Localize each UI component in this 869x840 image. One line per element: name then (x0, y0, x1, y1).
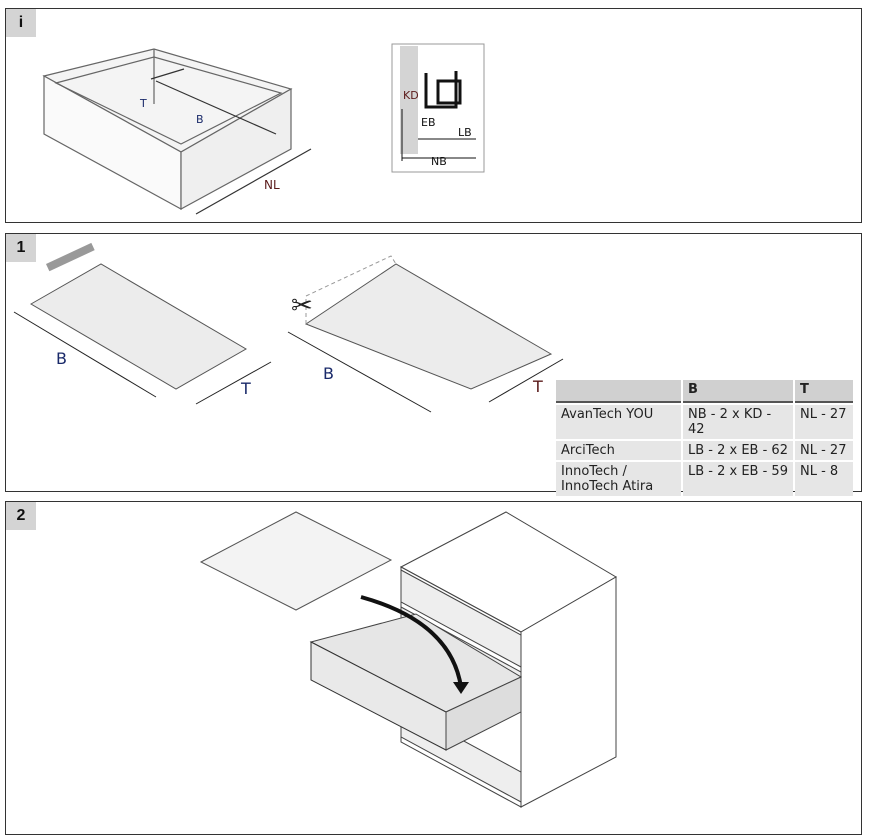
pencil-icon (46, 242, 95, 272)
insert-bottom-diagram (199, 511, 617, 808)
label-b: B (323, 364, 334, 383)
label-kd: KD (403, 89, 419, 102)
step-badge: 1 (6, 234, 36, 262)
label-nb: NB (431, 155, 447, 168)
cut-panel-diagram: B T ✂ B T (13, 242, 564, 413)
step-badge: 2 (6, 502, 36, 530)
label-lb: LB (458, 126, 472, 139)
label-t: T (532, 377, 543, 396)
drawer-box-diagram: T B NL KD EB LB NB (42, 43, 485, 215)
label-b: B (56, 349, 67, 368)
label-t: T (240, 379, 251, 398)
scissors-icon: ✂ (291, 290, 313, 320)
label-eb: EB (421, 116, 436, 129)
arrow-icon (360, 595, 463, 688)
label-b: B (196, 113, 204, 126)
label-nl: NL (264, 178, 280, 192)
section-detail (391, 43, 485, 173)
panel-step-2: 2 (5, 501, 862, 835)
label-t: T (139, 97, 147, 110)
panel-info: i T B NL KD EB LB NB (5, 8, 862, 223)
step-badge: i (6, 9, 36, 37)
